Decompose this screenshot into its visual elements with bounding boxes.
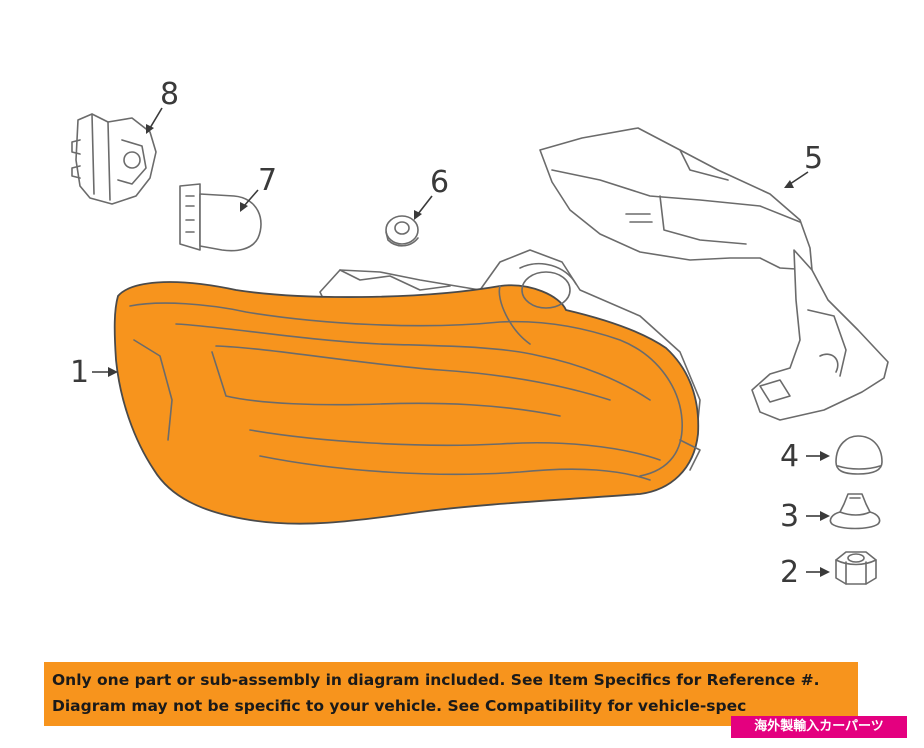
part-7-bulb [179,183,262,252]
part-6-grommet [385,215,419,247]
part-4-cap [835,435,883,475]
part-2-nut [835,551,877,585]
callout-8: 8 [160,77,179,112]
callout-5: 5 [804,141,823,176]
disclaimer-line-2: Diagram may not be specific to your vehi… [52,697,747,715]
callout-7: 7 [258,163,277,198]
part-3-retainer [829,493,881,530]
callout-2: 2 [780,555,799,590]
part-8-bulb-socket [71,113,157,205]
callout-1: 1 [70,355,89,390]
part-1-tail-lamp [113,249,701,525]
disclaimer-line-1: Only one part or sub-assembly in diagram… [52,671,820,689]
part-5-housing [539,127,889,421]
disclaimer-banner: Only one part or sub-assembly in diagram… [44,662,858,726]
callout-6: 6 [430,165,449,200]
watermark-badge: 海外製輸入カーパーツ [731,716,907,738]
callout-4: 4 [780,439,799,474]
parts-diagram: 8 7 6 5 [70,77,889,590]
callout-3: 3 [780,499,799,534]
